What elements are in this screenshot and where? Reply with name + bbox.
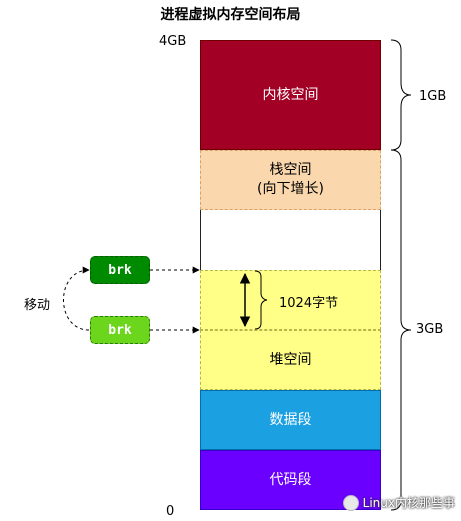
kernel-brace [390, 39, 412, 151]
address-bottom-label: 0 [166, 504, 175, 519]
brk-old-box: brk [90, 256, 150, 284]
move-label: 移动 [24, 298, 51, 313]
heap-segment: 堆空间 [200, 330, 381, 390]
user-size-label: 3GB [416, 322, 444, 337]
move-arrow [63, 266, 90, 331]
watermark-text: Linux内核那些事 [362, 496, 455, 510]
watermark: Linux内核那些事 [342, 494, 455, 511]
stack-growth-note: (向下增长) [257, 181, 324, 197]
stack-label: 栈空间 [269, 162, 312, 178]
increment-label: 1024字节 [279, 296, 339, 311]
user-space-brace [390, 149, 412, 511]
heap-label: 堆空间 [269, 351, 312, 368]
data-segment-label: 数据段 [269, 411, 312, 428]
diagram-title: 进程虚拟内存空间布局 [160, 7, 301, 23]
code-segment-label: 代码段 [269, 471, 312, 488]
unmapped-gap-segment [200, 210, 381, 270]
kernel-space-label: 内核空间 [262, 86, 319, 103]
brk-new-label: brk [108, 322, 132, 338]
increment-brace [254, 270, 268, 330]
data-segment: 数据段 [200, 390, 381, 450]
heap-expansion-segment [200, 270, 381, 330]
stack-segment: 栈空间 (向下增长) [200, 150, 381, 210]
kernel-size-label: 1GB [419, 89, 447, 104]
address-top-label: 4GB [159, 34, 187, 49]
wechat-icon [342, 494, 359, 511]
brk-new-box: brk [90, 316, 150, 344]
brk-old-label: brk [108, 262, 132, 278]
kernel-space-segment: 内核空间 [200, 40, 381, 150]
